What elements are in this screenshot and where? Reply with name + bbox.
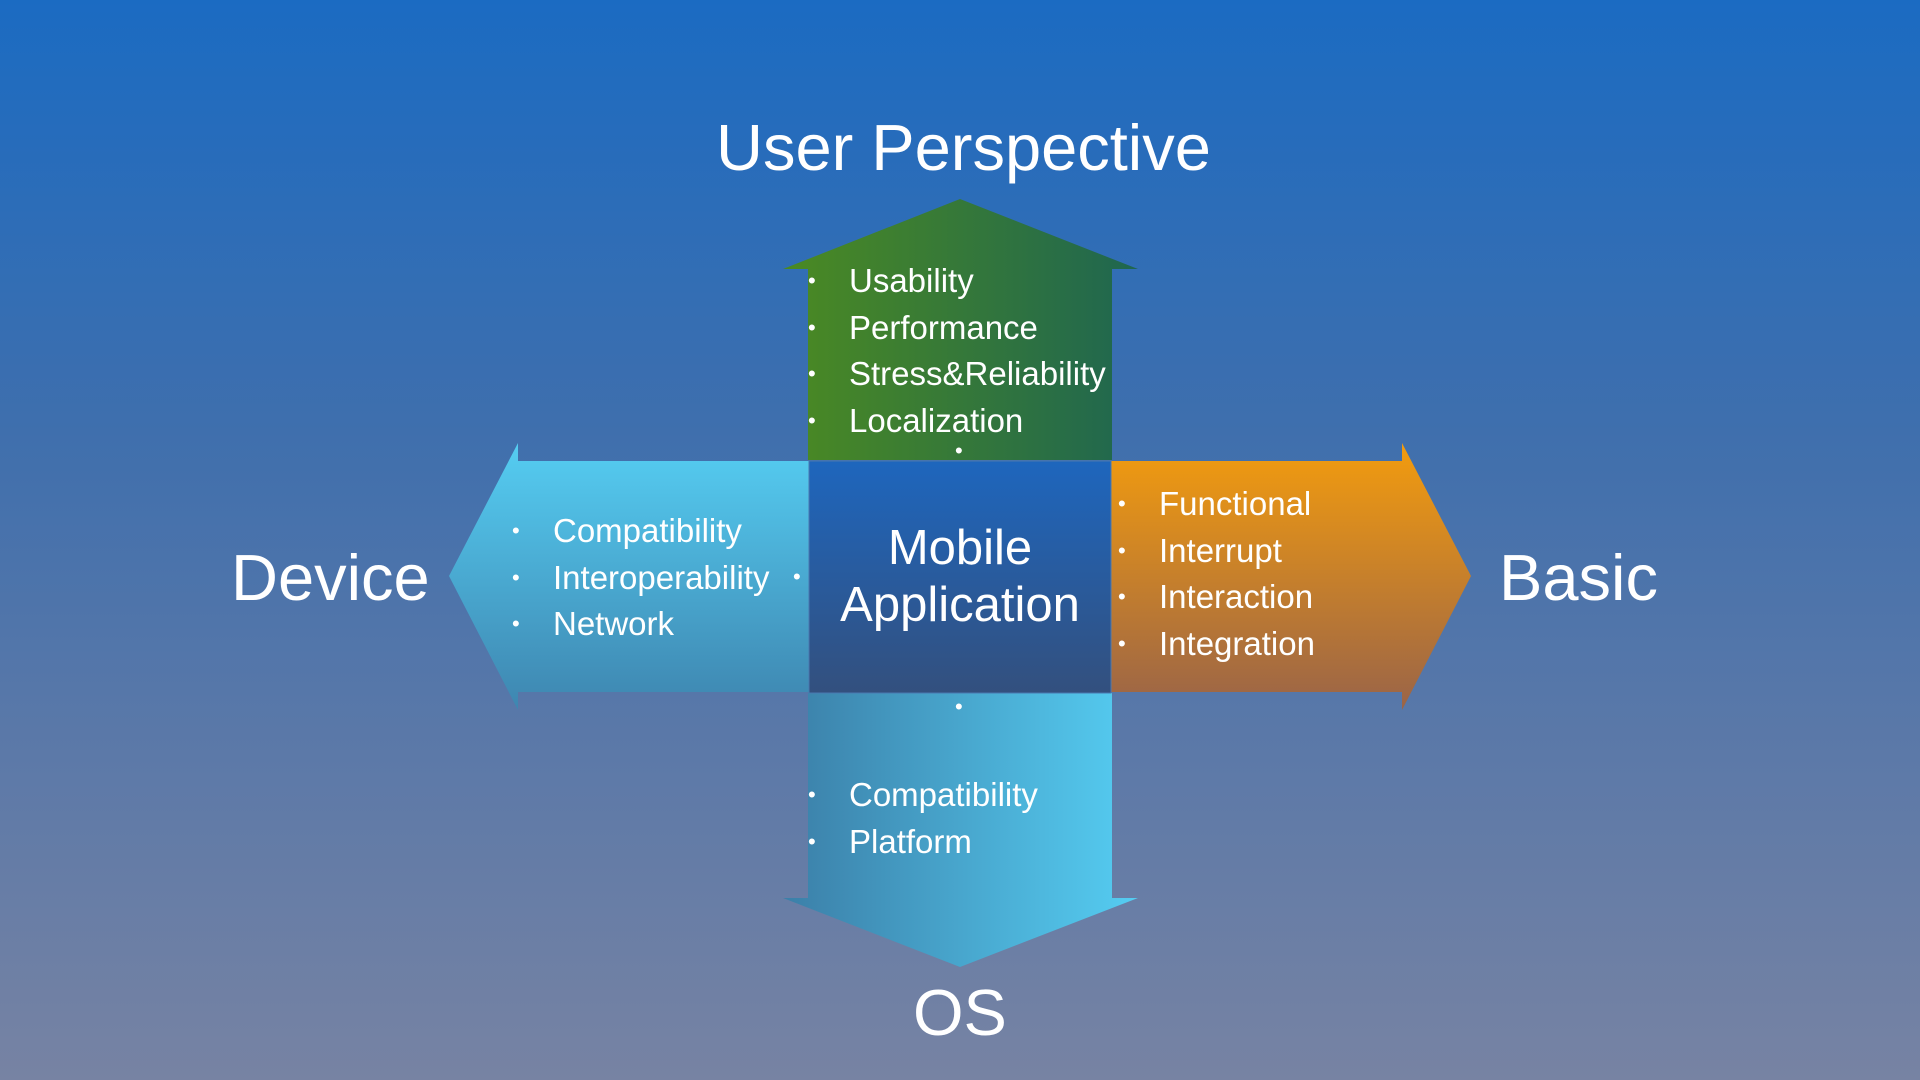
bullet-icon: • <box>808 361 816 386</box>
left-arrow <box>449 443 809 710</box>
list-item: •Interoperability <box>512 555 769 602</box>
bullet-icon: • <box>1118 630 1126 656</box>
bullet-icon: • <box>793 564 801 589</box>
top-item-list: •Usability •Performance •Stress&Reliabil… <box>808 258 1106 444</box>
list-item: •Platform <box>808 819 1038 866</box>
center-label-line2: Application <box>840 577 1080 632</box>
bullet-icon: • <box>808 268 816 293</box>
right-item-list: •Functional •Interrupt •Interaction •Int… <box>1118 481 1315 667</box>
label-basic: Basic <box>1499 541 1658 614</box>
list-item: •Functional <box>1118 481 1315 528</box>
list-item: •Interaction <box>1118 574 1315 621</box>
bullet-icon: • <box>955 694 963 719</box>
bullet-icon: • <box>808 314 816 340</box>
bullet-icon: • <box>808 407 816 433</box>
list-item: •Stress&Reliability <box>808 351 1106 398</box>
left-item-list: •Compatibility •Interoperability •Networ… <box>512 508 769 648</box>
list-item: •Performance <box>808 305 1106 352</box>
list-item: •Usability <box>808 258 1106 305</box>
bullet-icon: • <box>808 828 816 854</box>
bullet-icon: • <box>955 438 963 463</box>
label-device: Device <box>231 541 430 614</box>
list-item: •Interrupt <box>1118 528 1315 575</box>
bullet-icon: • <box>1118 491 1126 516</box>
bottom-item-list: •Compatibility •Platform <box>808 772 1038 865</box>
list-item: •Compatibility <box>808 772 1038 819</box>
list-item: •Integration <box>1118 621 1315 668</box>
center-label: Mobile Application <box>808 459 1112 694</box>
right-arrow <box>1111 443 1471 710</box>
top-arrow <box>783 199 1138 460</box>
bullet-icon: • <box>512 564 520 590</box>
bullet-icon: • <box>808 782 816 807</box>
label-os: OS <box>913 976 1007 1049</box>
label-user-perspective: User Perspective <box>716 111 1211 184</box>
list-item: •Network <box>512 601 769 648</box>
bullet-icon: • <box>1118 584 1126 609</box>
bottom-arrow <box>783 693 1138 967</box>
bullet-icon: • <box>1118 537 1126 563</box>
bullet-icon: • <box>512 611 520 636</box>
list-item: •Localization <box>808 398 1106 445</box>
list-item: •Compatibility <box>512 508 769 555</box>
bullet-icon: • <box>512 518 520 543</box>
center-box <box>808 460 1112 694</box>
center-label-line1: Mobile <box>887 520 1033 575</box>
